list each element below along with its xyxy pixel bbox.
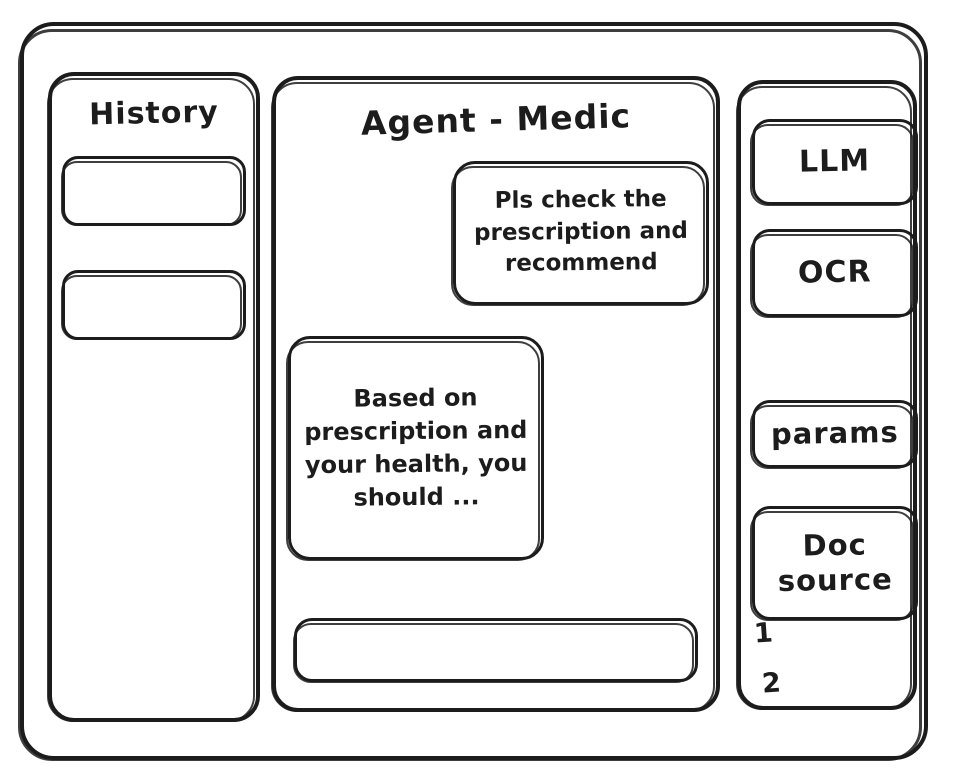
tool-button-doc-source[interactable]: Doc source [750,506,918,621]
assistant-message-bubble: Based on prescription and your health, y… [286,336,544,561]
history-panel-title: History [88,94,220,133]
history-item[interactable] [61,156,246,226]
tool-button-ocr-label: OCR [797,254,873,291]
tool-button-params-label: params [770,415,900,452]
assistant-message-text: Based on prescription and your health, y… [304,383,528,512]
message-input[interactable] [293,618,698,683]
doc-source-list-item[interactable]: 2 [760,667,782,700]
user-message-bubble: Pls check the prescription and recommend [451,161,709,306]
tool-button-doc-source-label: Doc source [777,527,894,598]
tool-button-ocr[interactable]: OCR [750,229,918,318]
history-panel [47,72,260,722]
doc-source-list-item[interactable]: 1 [752,617,774,650]
tool-button-llm-label: LLM [799,143,871,180]
tools-panel [736,80,917,710]
agent-chat-panel [271,76,720,712]
user-message-text: Pls check the prescription and recommend [473,186,689,278]
history-item[interactable] [61,270,246,340]
app-window-frame [18,22,928,761]
tool-button-llm[interactable]: LLM [750,119,918,206]
tool-button-params[interactable]: params [750,400,918,469]
